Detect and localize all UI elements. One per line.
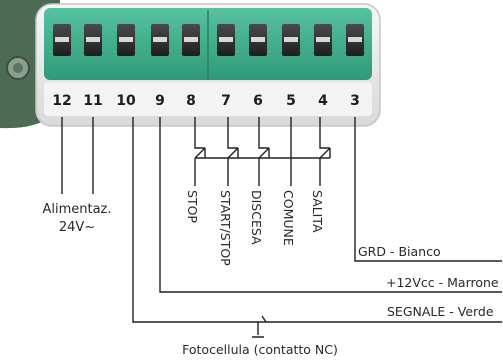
terminal-screw-icon bbox=[217, 24, 235, 56]
terminal-block: 12 11 10 9 8 7 6 5 4 3 bbox=[35, 3, 381, 127]
label-stop: STOP bbox=[185, 190, 200, 223]
switch-discesa-icon bbox=[258, 117, 270, 159]
label-fotocellula: Fotocellula (contatto NC) bbox=[182, 342, 338, 357]
terminal-screw-icon bbox=[249, 24, 267, 56]
pin-number-9: 9 bbox=[155, 93, 165, 109]
wiring bbox=[61, 117, 502, 338]
label-start-stop: START/STOP bbox=[218, 190, 233, 266]
pin-number-10: 10 bbox=[116, 93, 136, 109]
terminal-screw-icon bbox=[282, 24, 300, 56]
power-label-line2: 24V~ bbox=[59, 220, 95, 235]
switch-stop-icon bbox=[194, 117, 206, 159]
pin-number-3: 3 bbox=[350, 93, 360, 109]
label-grd: GRD - Bianco bbox=[358, 244, 441, 259]
terminal-screw-icon bbox=[346, 24, 364, 56]
terminal-screw-icon bbox=[182, 24, 200, 56]
power-label-line1: Alimentaz. bbox=[42, 202, 111, 217]
labels: Alimentaz. 24V~ STOP START/STOP DISCESA … bbox=[42, 190, 498, 357]
switch-start-stop-icon bbox=[227, 117, 239, 159]
terminal-screw-icon bbox=[314, 24, 332, 56]
terminal-screw-icon bbox=[117, 24, 135, 56]
wire-pin-9 bbox=[159, 117, 502, 293]
terminal-screws bbox=[53, 24, 364, 56]
label-salita: SALITA bbox=[310, 190, 325, 233]
pin-number-12: 12 bbox=[52, 93, 71, 109]
label-comune: COMUNE bbox=[281, 190, 296, 246]
pin-number-8: 8 bbox=[186, 93, 196, 109]
wire-pin-10 bbox=[132, 117, 502, 323]
pin-number-4: 4 bbox=[318, 93, 328, 109]
terminal-screw-icon bbox=[53, 24, 71, 56]
pin-number-7: 7 bbox=[221, 93, 231, 109]
pin-number-5: 5 bbox=[286, 93, 296, 109]
terminal-screw-icon bbox=[151, 24, 169, 56]
photocell-contact-icon bbox=[252, 315, 267, 338]
label-plus12: +12Vcc - Marrone bbox=[386, 275, 499, 290]
pin-number-6: 6 bbox=[253, 93, 263, 109]
label-segnale: SEGNALE - Verde bbox=[387, 304, 494, 319]
wire-pin-3 bbox=[354, 117, 502, 262]
switch-salita-icon bbox=[319, 117, 331, 159]
terminal-screw-icon bbox=[84, 24, 102, 56]
pin-number-11: 11 bbox=[83, 93, 102, 109]
pin-number-labels: 12 11 10 9 8 7 6 5 4 3 bbox=[52, 93, 360, 109]
label-discesa: DISCESA bbox=[249, 190, 264, 245]
